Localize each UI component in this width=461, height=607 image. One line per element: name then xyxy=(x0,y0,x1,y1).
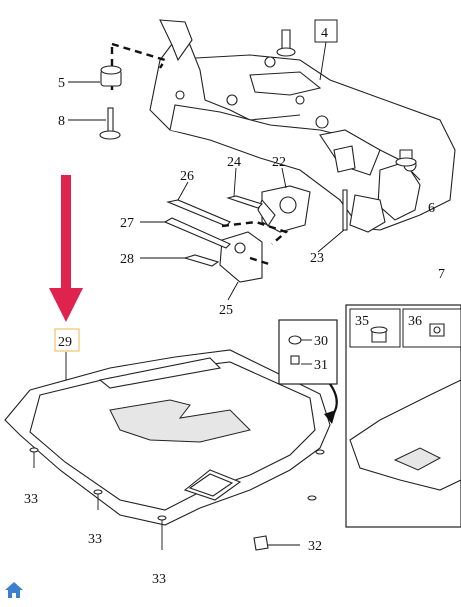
detail-panel-right xyxy=(345,304,461,528)
callout-28: 28 xyxy=(120,252,134,267)
dash-line-5 xyxy=(111,42,167,69)
callout-23: 23 xyxy=(310,251,324,266)
callout-30: 30 xyxy=(314,334,328,349)
callout-29-highlight xyxy=(54,328,80,352)
clip-33-b xyxy=(93,489,103,510)
callout-22: 22 xyxy=(272,155,286,170)
callout-24: 24 xyxy=(227,155,241,170)
callout-26: 26 xyxy=(180,169,194,184)
callout-31: 31 xyxy=(314,358,328,373)
leader-23 xyxy=(317,229,345,253)
callout-6: 6 xyxy=(428,201,435,216)
home-icon[interactable] xyxy=(4,580,24,600)
callout-33-b: 33 xyxy=(88,532,102,547)
callout-5: 5 xyxy=(58,76,65,91)
engine-mount-assembly xyxy=(163,145,356,283)
leader-25 xyxy=(227,281,239,301)
detail-box-30-31 xyxy=(278,319,338,385)
leader-22 xyxy=(281,167,287,189)
part-8-bolt xyxy=(99,107,121,140)
dash-line-mount xyxy=(221,220,289,245)
leader-26 xyxy=(177,181,189,201)
callout-32: 32 xyxy=(308,539,322,554)
callout-36: 36 xyxy=(408,314,422,329)
callout-33-a: 33 xyxy=(24,492,38,507)
red-arrow-icon xyxy=(49,175,83,322)
clip-33-c xyxy=(157,515,167,550)
leader-24 xyxy=(233,167,237,197)
clip-33-d xyxy=(307,449,325,501)
callout-8: 8 xyxy=(58,114,65,129)
underbody-shield xyxy=(4,349,331,526)
callout-4: 4 xyxy=(321,26,328,41)
part-32-clip xyxy=(253,535,300,551)
callout-33-c: 33 xyxy=(152,572,166,587)
callout-35: 35 xyxy=(355,314,369,329)
callout-25: 25 xyxy=(219,303,233,318)
dash-line-mount-b xyxy=(249,256,273,267)
callout-7: 7 xyxy=(438,267,445,282)
callout-27: 27 xyxy=(120,216,134,231)
callout-29: 29 xyxy=(58,335,72,350)
clip-33-a xyxy=(29,447,39,468)
part-5-bushing xyxy=(100,65,122,87)
